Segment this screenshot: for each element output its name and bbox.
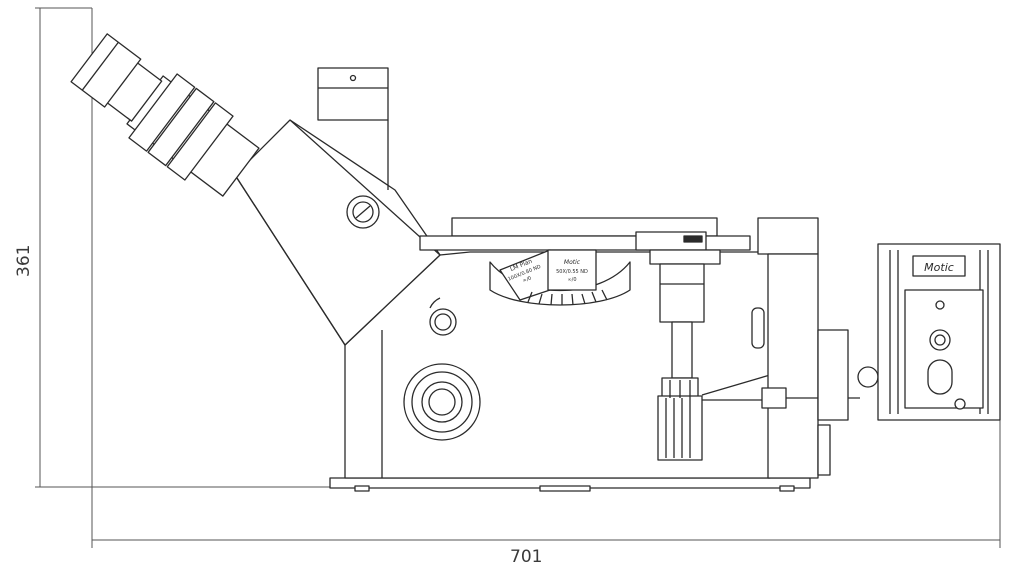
- brand-logo: Motic: [924, 261, 954, 274]
- head-edge: [289, 119, 441, 256]
- diopter-ring-1: [128, 73, 196, 152]
- knob-slot: [355, 205, 371, 219]
- cable-connector: [761, 387, 787, 409]
- focus-shaft: [671, 321, 693, 379]
- binocular-head: [234, 67, 441, 346]
- stage-clip: [683, 235, 703, 243]
- focus-knurl: [665, 380, 691, 458]
- diopter-ring-3: [166, 102, 234, 181]
- width-dimension-label: 701: [510, 547, 543, 567]
- head-edge-lower: [234, 174, 346, 346]
- lamp-mount: [817, 329, 849, 421]
- rotation-arrow: [429, 297, 441, 309]
- rear-tower-cap: [757, 217, 819, 255]
- rear-switch: [751, 307, 765, 349]
- objective-left-line3: ∞/0: [522, 275, 533, 284]
- trinocular-screw: [349, 74, 357, 82]
- eyepiece-cup-line: [81, 41, 119, 91]
- eyepiece-cup: [70, 33, 142, 108]
- light-intensity-knob-inner: [434, 313, 452, 331]
- field-diaphragm-center: [428, 388, 456, 416]
- panel-screw: [935, 300, 945, 310]
- objective-right-label: Motic 50X/0.55 ND ∞/0: [556, 259, 588, 283]
- brand-plate: [912, 255, 966, 277]
- panel-oval-port: [927, 359, 953, 395]
- lamp-adjust-knob: [857, 366, 879, 388]
- eyepiece-assembly: [70, 33, 260, 197]
- rear-tower: [767, 253, 819, 479]
- rear-port: [817, 424, 831, 476]
- diopter-ring-2: [147, 87, 215, 167]
- condenser-holder: [649, 249, 721, 265]
- objective-right-line2: ∞/0: [567, 277, 576, 283]
- base-foot-left: [354, 485, 370, 492]
- base-foot-center: [539, 485, 591, 492]
- coarse-focus-knob: [657, 395, 703, 461]
- height-dimension-label: 361: [14, 244, 34, 277]
- stage-drive-link: [701, 374, 771, 396]
- turret-knurl: [527, 289, 608, 306]
- panel-port-inner: [934, 334, 946, 346]
- condenser-body: [659, 263, 705, 323]
- base-foot-right: [779, 485, 795, 492]
- microscope-body: [70, 33, 1001, 492]
- objective-right-brand: Motic: [564, 259, 581, 266]
- power-connector: [954, 398, 966, 410]
- objective-right: [547, 249, 597, 291]
- objective-right-line1: 50X/0.55 ND: [556, 269, 588, 275]
